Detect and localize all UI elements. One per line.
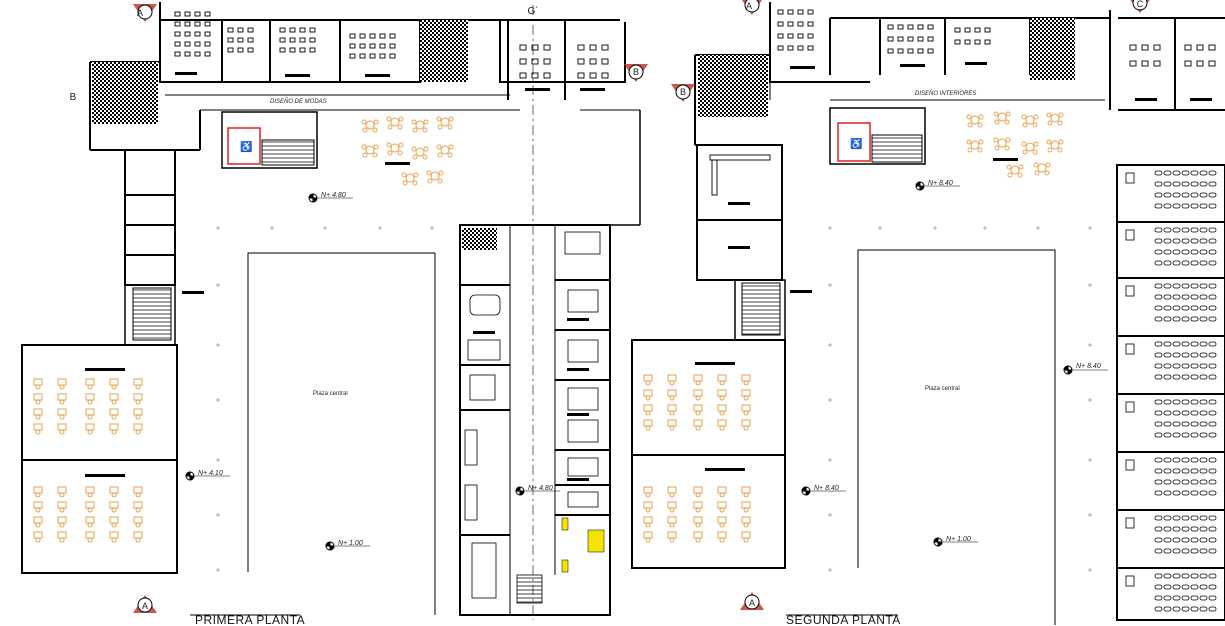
grid-point	[828, 398, 832, 402]
grid-point	[216, 343, 220, 347]
section-marker-a1: A	[137, 8, 143, 18]
grid-point	[270, 226, 274, 230]
section-marker-a4: A	[749, 598, 755, 608]
grid-point	[216, 568, 220, 572]
second-floor-boards	[695, 62, 1212, 471]
level-label-7: N+ 8.40	[1076, 363, 1101, 370]
central-block-furniture	[464, 231, 601, 604]
first-floor	[21, 2, 641, 616]
second-floor-round-tables	[966, 111, 1064, 178]
grid-point	[378, 226, 382, 230]
grid-point	[216, 513, 220, 517]
second-floor-title: SEGUNDA PLANTA	[786, 613, 901, 626]
central-block-yellow-fixtures	[561, 517, 605, 573]
first-floor-round-tables	[361, 116, 454, 186]
grid-point	[1036, 226, 1040, 230]
first-floor-elevator: ♿	[221, 111, 318, 169]
first-floor-service-blocks	[92, 20, 497, 250]
first-floor-top-classrooms-furniture	[174, 11, 609, 79]
grid-point	[323, 226, 327, 230]
level-label-3: N+ 1.00	[338, 540, 363, 547]
level-markers	[185, 181, 1108, 551]
second-floor-service-blocks	[698, 18, 1075, 117]
second-floor-elevator: ♿	[829, 107, 926, 165]
level-label-1: N+ 4.80	[321, 192, 346, 199]
grid-point	[1088, 398, 1092, 402]
section-marker-b2: B	[680, 87, 686, 97]
grid-point	[828, 343, 832, 347]
grid-point	[430, 226, 434, 230]
accessibility-icon: ♿	[240, 140, 252, 153]
level-label-4: N+ 4.80	[528, 485, 553, 492]
room-label-interior-design: DISEÑO INTERIORES	[915, 90, 976, 97]
grid-point	[1088, 458, 1092, 462]
level-label-5: N+ 8.40	[928, 180, 953, 187]
grid-point	[933, 226, 937, 230]
section-marker-a3: A	[142, 601, 148, 611]
grid-point	[828, 513, 832, 517]
plaza-label-first-floor: Plaza central	[313, 391, 348, 397]
section-marker-b1: B	[633, 67, 639, 77]
section-marker-c1: C	[1137, 0, 1144, 9]
plaza-label-second-floor: Plaza central	[925, 386, 960, 392]
grid-point	[216, 458, 220, 462]
computer-lab-room	[1125, 573, 1217, 612]
first-floor-boards	[85, 72, 605, 481]
accessibility-icon-2: ♿	[850, 137, 862, 150]
computer-lab-room	[1125, 457, 1217, 496]
computer-lab-room	[1125, 283, 1217, 322]
grid-point	[216, 226, 220, 230]
second-floor-top-classrooms-furniture	[709, 9, 1216, 196]
grid-point	[828, 226, 832, 230]
level-label-8: N+ 1.00	[946, 536, 971, 543]
room-label-fashion-design: DISEÑO DE MODAS	[270, 98, 327, 105]
grid-point	[216, 398, 220, 402]
grid-point	[1088, 343, 1092, 347]
grid-point	[1088, 226, 1092, 230]
second-floor-classroom-seats	[643, 374, 751, 543]
grid-point	[1088, 513, 1092, 517]
grid-point	[828, 568, 832, 572]
section-marker-a2: A	[746, 1, 752, 11]
first-floor-title: PRIMERA PLANTA	[195, 613, 305, 626]
grid-point	[878, 226, 882, 230]
grid-point	[828, 283, 832, 287]
second-floor	[631, 2, 1225, 625]
computer-lab-room	[1125, 170, 1217, 209]
computer-lab-room	[1125, 227, 1217, 266]
axis-label-g: G´	[527, 5, 538, 17]
computer-lab-room	[1125, 515, 1217, 554]
grid-point	[216, 283, 220, 287]
level-label-2: N+ 4.10	[198, 470, 223, 477]
level-label-6: N+ 8.40	[814, 485, 839, 492]
grid-point	[983, 226, 987, 230]
section-marker-b3: B	[70, 92, 77, 103]
computer-lab-stack	[1125, 170, 1217, 612]
grid-point	[828, 458, 832, 462]
structural-grid-points	[216, 226, 1092, 572]
computer-lab-room	[1125, 341, 1217, 380]
computer-lab-room	[1125, 399, 1217, 438]
section-markers	[133, 0, 1150, 613]
grid-point	[1088, 283, 1092, 287]
grid-point	[1088, 568, 1092, 572]
